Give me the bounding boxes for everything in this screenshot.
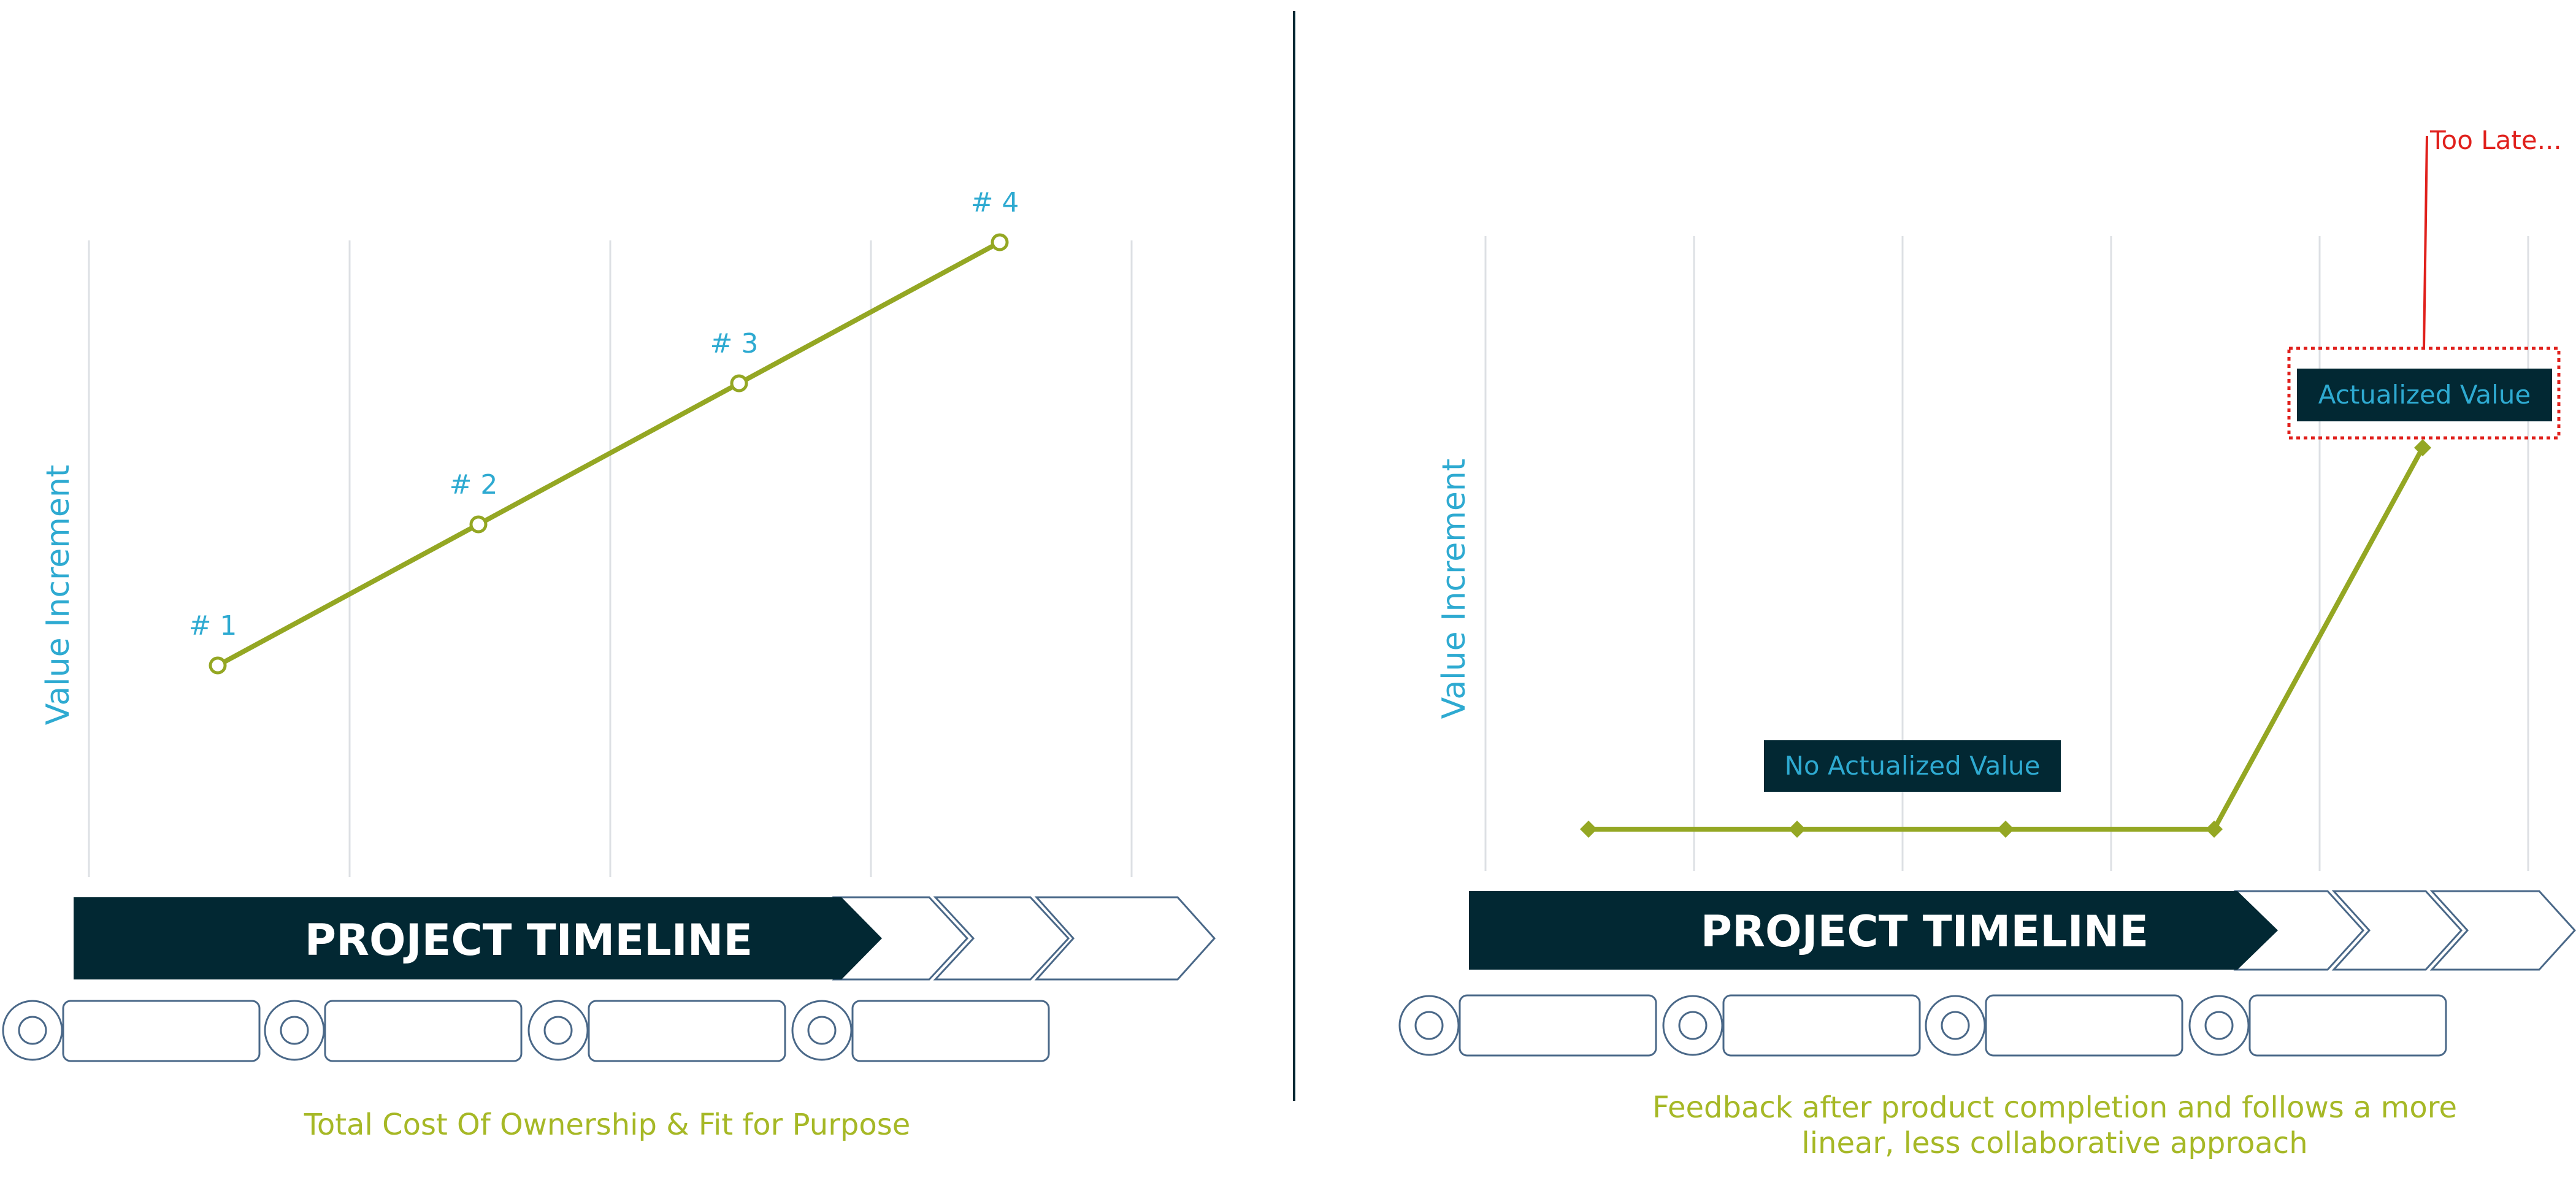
right-milestone-box bbox=[1985, 994, 2183, 1057]
right-data-points bbox=[1580, 439, 2431, 838]
right-milestone-circle bbox=[1414, 1011, 1444, 1040]
left-milestones bbox=[2, 1000, 1050, 1062]
right-milestone-box bbox=[1459, 994, 1657, 1057]
left-milestone-circle bbox=[280, 1016, 309, 1045]
left-point-label: # 2 bbox=[450, 469, 498, 500]
right-caption-line: Feedback after product completion and fo… bbox=[1652, 1090, 2457, 1125]
left-grid bbox=[88, 240, 1133, 877]
right-timeline-label: PROJECT TIMELINE bbox=[1701, 906, 2149, 957]
left-milestone-circle bbox=[543, 1016, 573, 1045]
right-milestone-circle bbox=[1941, 1011, 1970, 1040]
right-milestone-box bbox=[2248, 994, 2447, 1057]
left-data-point bbox=[209, 656, 227, 675]
right-data-point bbox=[2414, 439, 2431, 456]
left-milestone-circle bbox=[807, 1016, 837, 1045]
left-milestone-box bbox=[62, 1000, 261, 1062]
right-milestone-box bbox=[1722, 994, 1921, 1057]
actualized-value-frame bbox=[2287, 347, 2561, 440]
right-y-axis-label: Value Increment bbox=[1436, 459, 1473, 719]
left-timeline-arrow: PROJECT TIMELINE bbox=[74, 896, 1216, 981]
right-milestone-circle bbox=[2204, 1011, 2234, 1040]
right-data-point bbox=[2206, 821, 2223, 838]
left-point-label: # 1 bbox=[189, 610, 237, 642]
left-point-label: # 4 bbox=[971, 187, 1019, 218]
left-timeline-main bbox=[74, 897, 882, 979]
left-milestone-circle bbox=[18, 1016, 47, 1045]
left-data-point bbox=[469, 515, 488, 534]
left-panel: Value Increment # 1 # 2 # 3 # 4 PROJECT TIM… bbox=[2, 187, 1216, 1142]
right-milestones bbox=[1398, 994, 2447, 1057]
actualized-value-label: Actualized Value bbox=[2318, 380, 2531, 410]
left-caption: Total Cost Of Ownership & Fit for Purpos… bbox=[304, 1108, 911, 1142]
actualized-value-badge: Actualized Value bbox=[2297, 369, 2552, 421]
too-late-label: Too Late... bbox=[2429, 125, 2562, 155]
left-chevron bbox=[1034, 896, 1216, 981]
right-data-point bbox=[1580, 821, 1597, 838]
left-data-points bbox=[209, 233, 1009, 675]
right-data-point bbox=[1788, 821, 1806, 838]
no-actualized-value-label: No Actualized Value bbox=[1785, 751, 2041, 781]
left-data-point bbox=[991, 233, 1009, 251]
left-point-labels: # 1 # 2 # 3 # 4 bbox=[189, 187, 1019, 642]
left-data-point bbox=[730, 374, 748, 393]
left-chevron bbox=[933, 896, 1070, 981]
left-y-axis-label: Value Increment bbox=[40, 465, 77, 725]
left-value-line bbox=[215, 240, 1002, 668]
right-timeline-main bbox=[1469, 891, 2278, 970]
left-milestone-box bbox=[588, 1000, 786, 1062]
callout-line bbox=[2423, 136, 2428, 349]
right-chevron bbox=[2331, 890, 2463, 971]
right-chevron bbox=[2429, 890, 2576, 971]
left-timeline-label: PROJECT TIMELINE bbox=[305, 915, 753, 965]
left-milestone-box bbox=[851, 1000, 1050, 1062]
left-series-line bbox=[215, 240, 1002, 668]
left-milestone-box bbox=[324, 1000, 523, 1062]
right-grid bbox=[1484, 236, 2529, 871]
right-data-point bbox=[1997, 821, 2014, 838]
right-milestone-circle bbox=[1678, 1011, 1708, 1040]
right-timeline-arrow: PROJECT TIMELINE bbox=[1469, 890, 2576, 971]
right-panel: Value Increment No Actualized Value Too … bbox=[1398, 125, 2576, 1160]
no-actualized-value-badge: No Actualized Value bbox=[1764, 740, 2061, 792]
left-point-label: # 3 bbox=[710, 328, 759, 359]
right-caption-line: linear, less collaborative approach bbox=[1801, 1126, 2307, 1160]
